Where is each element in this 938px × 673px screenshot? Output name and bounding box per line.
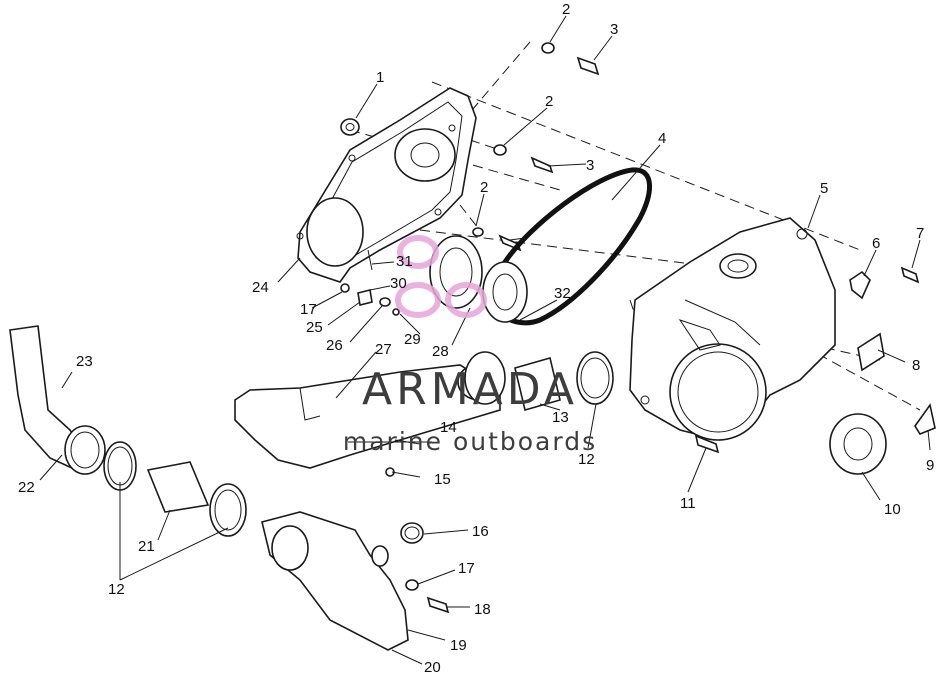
callout-12b: 12 bbox=[578, 451, 595, 468]
armada-watermark: ARMADA marine outboards bbox=[343, 235, 597, 456]
watermark-brand: ARMADA bbox=[362, 364, 578, 415]
callout-4: 4 bbox=[658, 130, 666, 147]
washers-and-screws bbox=[472, 42, 600, 252]
callout-18: 18 bbox=[474, 601, 491, 618]
outer-clutch-cover bbox=[629, 217, 836, 441]
callout-7: 7 bbox=[916, 225, 924, 242]
callout-labels: 1 2 3 2 3 4 2 5 6 7 8 9 10 11 12 12 13 1… bbox=[18, 1, 934, 673]
callout-21: 21 bbox=[138, 538, 155, 555]
left-duct-part-22 bbox=[9, 325, 106, 475]
callout-17b: 17 bbox=[458, 560, 475, 577]
callout-19: 19 bbox=[450, 637, 467, 654]
inner-cover-plate bbox=[296, 87, 477, 283]
small-hardware bbox=[340, 249, 400, 316]
callout-29: 29 bbox=[404, 331, 421, 348]
callout-8: 8 bbox=[912, 357, 920, 374]
callout-23: 23 bbox=[76, 353, 93, 370]
callout-12a: 12 bbox=[108, 581, 125, 598]
callout-11: 11 bbox=[680, 495, 696, 512]
callout-32: 32 bbox=[554, 285, 571, 302]
callout-2a: 2 bbox=[562, 1, 570, 18]
callout-2c: 2 bbox=[480, 179, 488, 196]
air-box-hardware bbox=[400, 522, 450, 614]
callout-14: 14 bbox=[440, 419, 457, 436]
callout-30: 30 bbox=[390, 275, 407, 292]
callout-28: 28 bbox=[432, 343, 449, 360]
callout-24: 24 bbox=[252, 279, 269, 296]
watermark-tagline: marine outboards bbox=[343, 427, 597, 456]
lower-clamps-and-sleeve bbox=[103, 441, 247, 537]
callout-31: 31 bbox=[396, 253, 413, 270]
callout-20: 20 bbox=[424, 659, 441, 673]
washer-part-1 bbox=[340, 118, 360, 136]
callout-2b: 2 bbox=[545, 93, 553, 110]
clamps-and-boot bbox=[464, 351, 614, 411]
callout-17a: 17 bbox=[300, 301, 317, 318]
callout-6: 6 bbox=[872, 235, 880, 252]
leader-lines bbox=[39, 15, 931, 665]
callout-26: 26 bbox=[326, 337, 343, 354]
callout-10: 10 bbox=[884, 501, 901, 518]
sheave-part-28 bbox=[429, 235, 528, 323]
callout-5: 5 bbox=[820, 180, 828, 197]
cover-hardware bbox=[694, 266, 936, 475]
callout-22: 22 bbox=[18, 479, 35, 496]
callout-3b: 3 bbox=[586, 157, 594, 174]
callout-16: 16 bbox=[472, 523, 489, 540]
callout-1: 1 bbox=[376, 69, 384, 86]
callout-9: 9 bbox=[926, 457, 934, 474]
callout-3a: 3 bbox=[610, 21, 618, 38]
callout-15: 15 bbox=[434, 471, 451, 488]
callout-13: 13 bbox=[552, 409, 569, 426]
callout-25: 25 bbox=[306, 319, 323, 336]
callout-27: 27 bbox=[375, 341, 392, 358]
armada-logo-icon bbox=[395, 235, 487, 318]
lower-air-box bbox=[261, 511, 409, 651]
